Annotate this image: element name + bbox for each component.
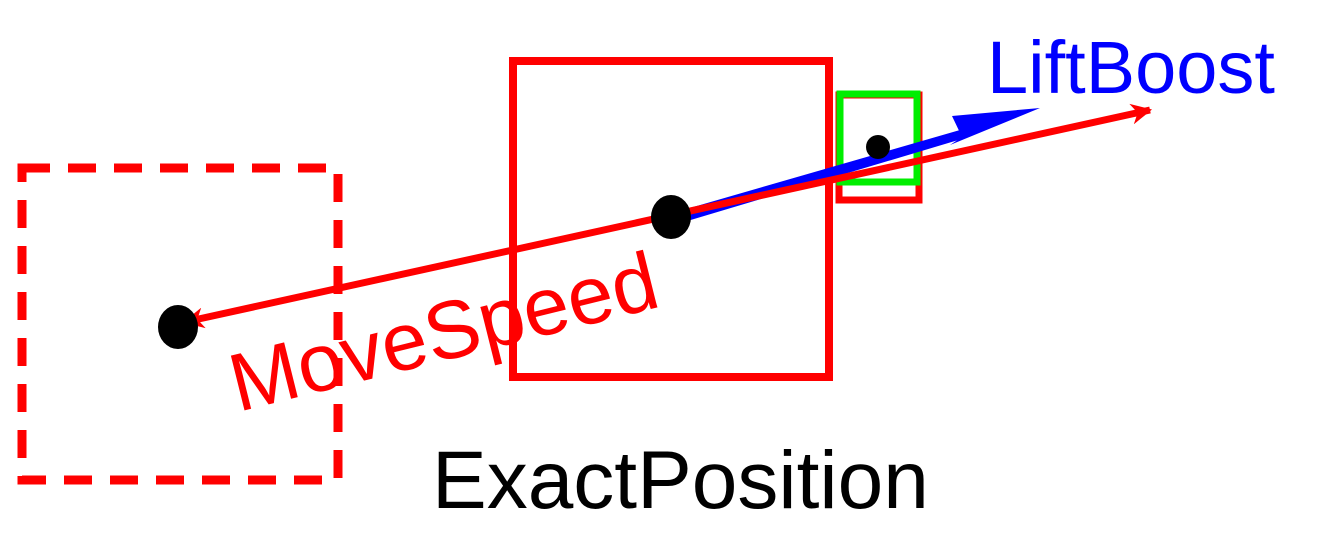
small-dot	[866, 135, 890, 159]
target-dot	[158, 305, 198, 349]
center-dot	[651, 195, 691, 239]
exact-position-label: ExactPosition	[432, 435, 929, 526]
lift-boost-label: LiftBoost	[987, 26, 1275, 109]
